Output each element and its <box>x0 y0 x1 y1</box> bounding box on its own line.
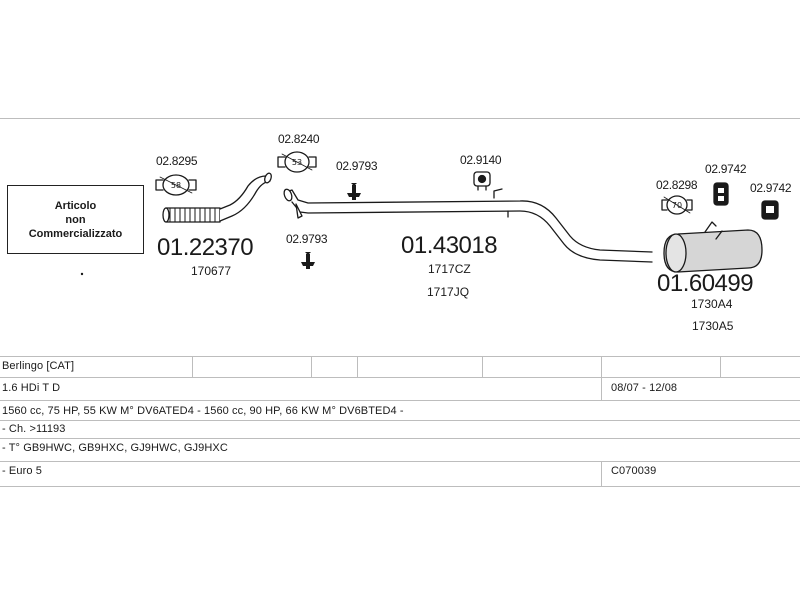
clamp-2-code: 02.8240 <box>278 132 320 146</box>
hanger-3-code: 02.9742 <box>750 181 792 195</box>
marker-dot <box>80 272 84 276</box>
clamp-2-icon <box>277 151 317 173</box>
flex-inlet <box>162 207 170 223</box>
front-pipe-code: 01.22370 <box>157 234 254 261</box>
rear-silencer-code: 01.60499 <box>657 270 754 297</box>
mount-2-code: 02.9793 <box>286 232 328 246</box>
front-pipe-ref: 170677 <box>191 264 232 278</box>
rear-silencer-ref-2: 1730A5 <box>692 319 734 333</box>
emission-cell: - Euro 5 <box>2 465 42 477</box>
type-cell: - T° GB9HWC, GB9HXC, GJ9HWC, GJ9HXC <box>2 442 228 454</box>
table-divider-1 <box>192 356 193 377</box>
silencer-body <box>663 229 763 273</box>
clamp-1-code: 02.8295 <box>156 154 198 168</box>
table-border-7 <box>0 486 800 487</box>
middle-pipe-ref-2: 1717JQ <box>427 285 470 299</box>
front-outlet <box>264 172 272 184</box>
not-sold-line-1: Articolo <box>54 199 97 212</box>
table-divider-5 <box>601 356 602 400</box>
clamp-1-badge: 58 <box>171 181 181 190</box>
middle-flange <box>295 203 303 219</box>
middle-pipe-drawing <box>283 188 653 263</box>
front-pipe-drawing <box>162 172 272 223</box>
silencer-hanger <box>704 221 723 240</box>
silencer-end <box>665 233 687 273</box>
table-border-1 <box>0 356 800 357</box>
hanger-1-icon <box>473 171 491 191</box>
not-sold-box: Articolo non Commercializzato <box>7 185 144 254</box>
middle-inlet <box>283 188 293 202</box>
middle-pipe-code: 01.43018 <box>401 232 498 259</box>
table-border-2 <box>0 377 800 378</box>
rear-silencer-drawing <box>663 221 763 273</box>
table-border-6 <box>0 461 800 462</box>
middle-pipe-lower <box>291 201 653 263</box>
mount-2-icon <box>301 252 315 269</box>
table-divider-4 <box>482 356 483 377</box>
engine-cell: 1.6 HDi T D <box>2 382 61 394</box>
chassis-cell: - Ch. >11193 <box>2 423 66 435</box>
hanger-1-code: 02.9140 <box>460 153 502 167</box>
front-bend <box>219 175 271 222</box>
rear-silencer-ref-1: 1730A4 <box>691 297 733 311</box>
table-border-4 <box>0 420 800 421</box>
clamp-3-icon <box>661 195 693 215</box>
clamp-1-icon <box>155 174 197 196</box>
middle-pipe-upper <box>285 189 653 253</box>
clamp-3-code: 02.8298 <box>656 178 698 192</box>
middle-pipe-ref-1: 1717CZ <box>428 262 471 276</box>
period-cell: 08/07 - 12/08 <box>611 382 678 394</box>
hanger-3-icon <box>761 200 779 220</box>
clamp-3-badge: 70 <box>672 201 682 210</box>
clamp-2-badge: 53 <box>292 158 302 167</box>
mount-1-icon <box>347 183 361 200</box>
catalog-code-cell: C070039 <box>611 465 657 477</box>
not-sold-line-3: Commercializzato <box>28 227 123 240</box>
table-border-5 <box>0 438 800 439</box>
hanger-pin-1 <box>493 188 503 199</box>
table-divider-3 <box>357 356 358 377</box>
not-sold-text: Articolo non Commercializzato <box>29 199 123 241</box>
model-cell: Berlingo [CAT] <box>2 360 75 372</box>
table-divider-7 <box>720 356 721 377</box>
hanger-2-icon <box>713 182 729 206</box>
not-sold-line-2: non <box>65 213 86 226</box>
flex-section <box>165 207 221 223</box>
flex-ribs <box>169 207 216 223</box>
hanger-2-code: 02.9742 <box>705 162 747 176</box>
table-divider-2 <box>311 356 312 377</box>
table-divider-6 <box>601 461 602 486</box>
spec-cell: 1560 cc, 75 HP, 55 KW M° DV6ATED4 - 1560… <box>2 405 404 417</box>
exhaust-drawing: 58 53 70 <box>80 151 779 276</box>
table-border-3 <box>0 400 800 401</box>
top-border <box>0 118 800 119</box>
mount-1-code: 02.9793 <box>336 159 378 173</box>
